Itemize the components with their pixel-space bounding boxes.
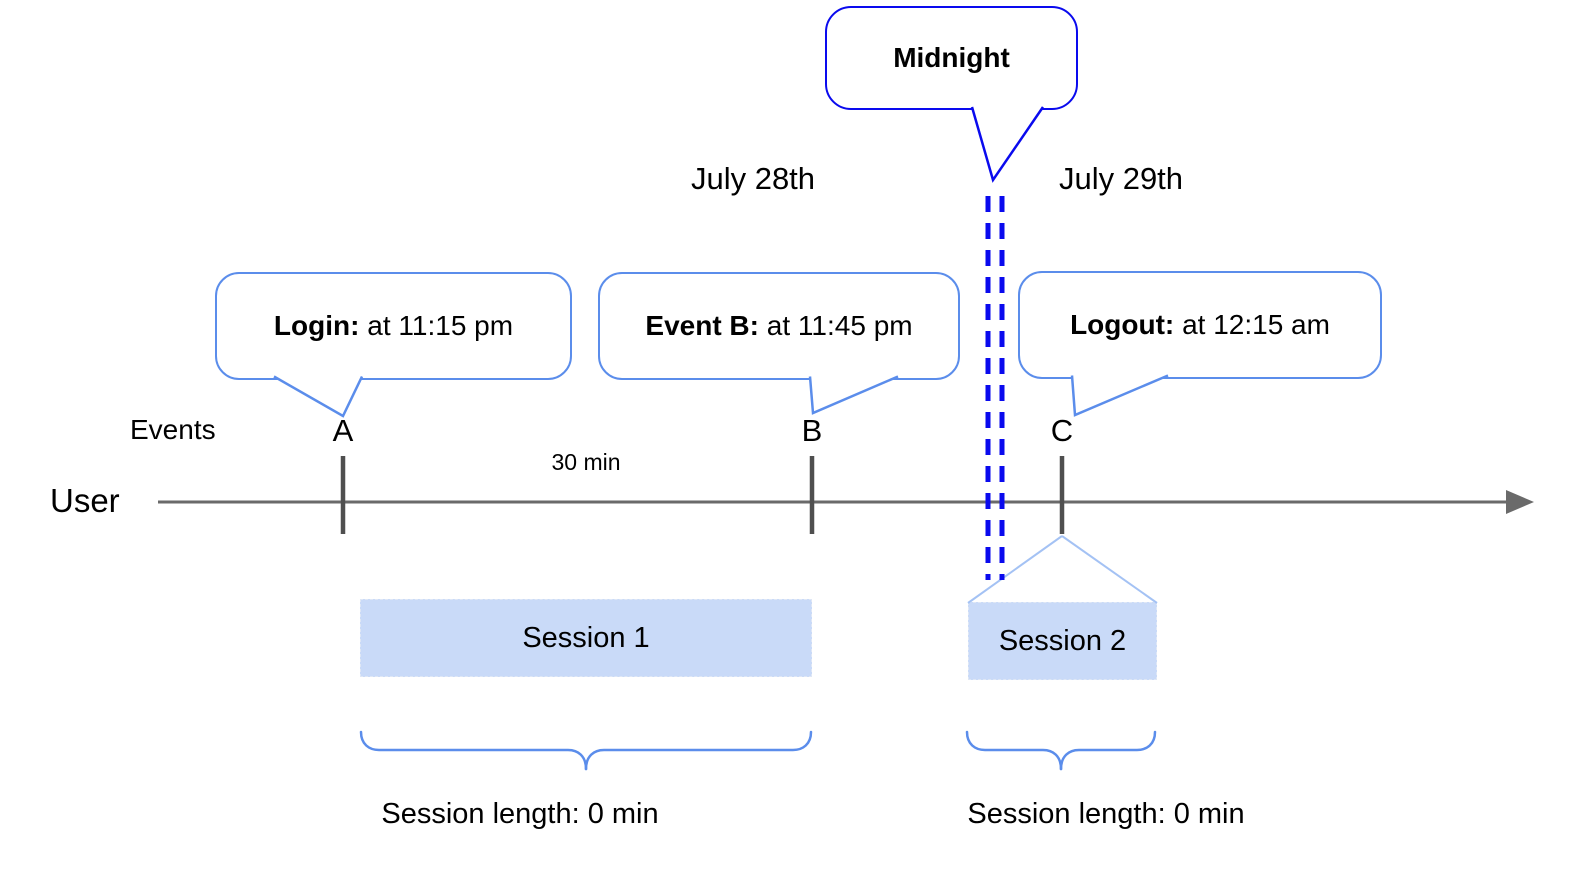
event-b-label: Event B: — [645, 310, 759, 341]
timeline-arrowhead-icon — [1506, 490, 1534, 514]
logout-label: Logout: — [1070, 309, 1175, 340]
event-b-time: at 11:45 pm — [766, 310, 913, 341]
session-2-funnel-right-line — [1061, 535, 1158, 604]
event-marker-a: A — [332, 413, 354, 448]
user-row-label: User — [50, 482, 120, 519]
midnight-bubble-tail — [970, 106, 1045, 183]
login-label: Login: — [273, 310, 360, 341]
logout-time: at 12:15 am — [1182, 309, 1330, 340]
midnight-callout-bubble: Midnight — [825, 6, 1078, 110]
session-2-length-label: Session length: 0 min — [967, 798, 1245, 830]
session-1-length-label: Session length: 0 min — [381, 798, 659, 830]
session-1-label: Session 1 — [522, 621, 650, 654]
session-2-label: Session 2 — [998, 624, 1127, 657]
event-marker-c: C — [1050, 413, 1074, 448]
event-marker-b: B — [801, 413, 823, 448]
login-bubble-tail — [273, 375, 364, 418]
midnight-label: Midnight — [893, 42, 1010, 73]
events-row-label: Events — [130, 414, 216, 445]
session-1-underbrace — [359, 730, 813, 771]
session-2-box: Session 2 — [968, 602, 1157, 680]
login-time: at 11:15 pm — [367, 310, 514, 341]
logout-bubble-tail — [1070, 374, 1169, 417]
logout-callout-bubble: Logout: at 12:15 am — [1018, 271, 1382, 379]
session-1-box: Session 1 — [360, 599, 812, 677]
event-b-callout-bubble: Event B: at 11:45 pm — [598, 272, 960, 380]
interval-label-30-min: 30 min — [551, 449, 621, 475]
event-b-bubble-tail — [808, 375, 899, 415]
date-label-july-28: July 28th — [690, 161, 816, 196]
date-label-july-29: July 29th — [1058, 161, 1184, 196]
login-callout-bubble: Login: at 11:15 pm — [215, 272, 572, 380]
session-2-underbrace — [965, 730, 1157, 771]
session-2-funnel-left-line — [967, 535, 1063, 604]
